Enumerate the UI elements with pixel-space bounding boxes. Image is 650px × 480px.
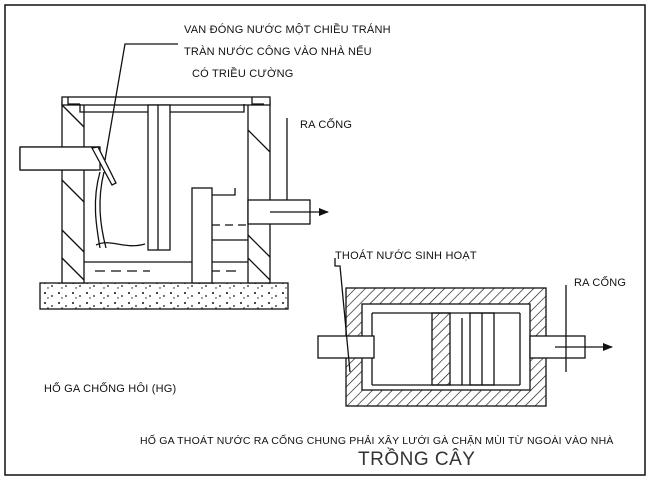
valve-leader [104,43,178,161]
right-wall [247,101,271,284]
baffle-plate [147,104,171,251]
left-wall [61,101,85,284]
plan-inlet-pipe [317,335,375,359]
valve-note-line1: VAN ĐÓNG NƯỚC MỘT CHIỀU TRÁNH [184,24,391,36]
valve-note-line3: CÓ TRIỀU CƯỜNG [192,68,294,80]
drawing-border [4,4,646,476]
section-title: HỐ GA CHỐNG HÔI (HG) [44,383,177,395]
outlet-label-plan: RA CỐNG [574,277,627,289]
domestic-drain-label: THOÁT NƯỚC SINH HOẠT [335,250,477,262]
planting-label: TRỒNG CÂY [358,449,476,470]
section-view [19,43,329,310]
base-slab [39,282,289,310]
outlet-riser [191,187,213,284]
check-valve-flap [90,146,117,186]
valve-note-line2: TRÀN NƯỚC CÔNG VÀO NHÀ NẾU [184,46,372,58]
plan-baffle [431,312,451,386]
footnote: HỐ GA THOÁT NƯỚC RA CỐNG CHUNG PHẢI XÂY … [140,435,614,447]
lid [61,96,271,106]
plan-view [317,258,613,407]
outlet-label-section: RA CỐNG [300,119,353,131]
domestic-drain-leader [334,258,351,373]
